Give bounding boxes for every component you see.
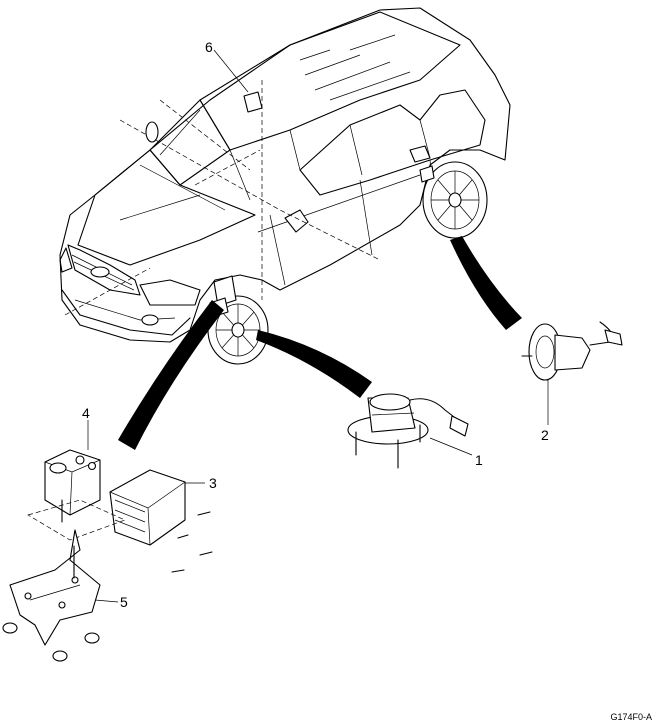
callout-2: 2: [541, 427, 549, 443]
front-wheel-hub-bearing: [347, 393, 469, 469]
arrow-to-abs-unit: [118, 300, 224, 450]
arrow-to-rear-hub: [450, 236, 522, 330]
reference-code: G174F0-A: [610, 712, 652, 722]
rear-wheel-hub-bearing: [521, 321, 623, 381]
arrow-to-front-hub: [256, 330, 372, 398]
callout-6: 6: [205, 39, 213, 55]
abs-control-module: [109, 469, 213, 573]
indicator-arrows: [118, 236, 522, 450]
leader-lines: [87, 49, 549, 603]
callout-4: 4: [82, 405, 90, 421]
callout-5: 5: [120, 594, 128, 610]
callout-3: 3: [209, 475, 217, 491]
abs-modulator-unit: [44, 449, 101, 523]
vehicle-illustration: [59, 7, 511, 365]
rear-wheel: [422, 161, 488, 239]
callout-1: 1: [475, 452, 483, 468]
yaw-rate-sensor-location: [243, 91, 263, 113]
modulator-bracket: [2, 499, 126, 662]
